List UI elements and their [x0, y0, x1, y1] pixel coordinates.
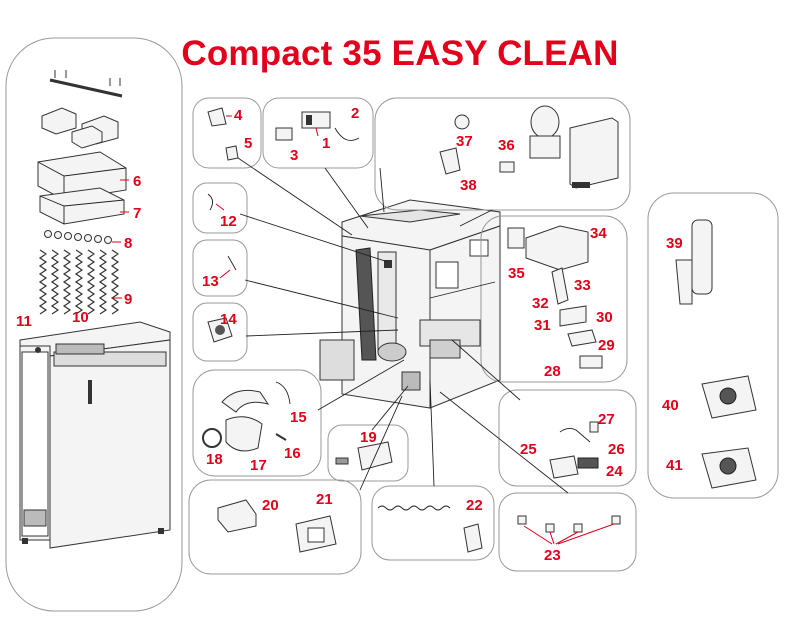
- panel-1-2-3: [262, 97, 374, 169]
- part-number-22: 22: [466, 497, 483, 514]
- part-number-18: 18: [206, 451, 223, 468]
- part-number-36: 36: [498, 137, 515, 154]
- part-number-33: 33: [574, 277, 591, 294]
- part-number-16: 16: [284, 445, 301, 462]
- washer-row-drawing: [44, 230, 112, 244]
- turbulator-springs-drawing: [38, 249, 120, 315]
- panel-23: [498, 492, 637, 572]
- part-number-26: 26: [608, 441, 625, 458]
- panel-4-5: [192, 97, 262, 169]
- part-number-24: 24: [606, 463, 623, 480]
- panel-12: [192, 182, 248, 234]
- top-rod-drawing: [49, 70, 123, 98]
- part-number-28: 28: [544, 363, 561, 380]
- part-number-31: 31: [534, 317, 551, 334]
- part-number-39: 39: [666, 235, 683, 252]
- panel-39-41: [647, 192, 779, 499]
- cover-plate-drawing: [39, 187, 125, 225]
- stove-main-drawing: [319, 199, 501, 409]
- part-number-30: 30: [596, 309, 613, 326]
- part-number-8: 8: [124, 235, 132, 252]
- panel-36-37-38: [374, 97, 631, 211]
- part-number-11: 11: [16, 313, 32, 330]
- part-number-25: 25: [520, 441, 537, 458]
- diagram-title: Compact 35 EASY CLEAN: [181, 34, 619, 73]
- part-number-6: 6: [133, 173, 141, 190]
- part-number-27: 27: [598, 411, 615, 428]
- panel-20-21: [188, 479, 362, 575]
- part-number-5: 5: [244, 135, 252, 152]
- part-number-1: 1: [322, 135, 330, 152]
- part-number-38: 38: [460, 177, 477, 194]
- part-number-23: 23: [544, 547, 561, 564]
- panel-13: [192, 239, 248, 297]
- part-number-4: 4: [234, 107, 243, 124]
- boiler-body-drawing: [19, 321, 171, 549]
- part-number-20: 20: [262, 497, 279, 514]
- part-number-35: 35: [508, 265, 525, 282]
- part-number-21: 21: [316, 491, 333, 508]
- part-number-15: 15: [290, 409, 307, 426]
- part-number-7: 7: [133, 205, 141, 222]
- part-number-32: 32: [532, 295, 549, 312]
- panel-22: [371, 485, 495, 561]
- panel-14: [192, 302, 248, 362]
- part-number-14: 14: [220, 311, 237, 328]
- part-number-10: 10: [72, 309, 89, 326]
- part-number-41: 41: [666, 457, 683, 474]
- brackets-drawing: [41, 107, 119, 149]
- part-number-17: 17: [250, 457, 267, 474]
- left-panel: [5, 37, 183, 612]
- part-number-9: 9: [124, 291, 132, 308]
- leader-lines: [237, 157, 569, 494]
- part-number-29: 29: [598, 337, 615, 354]
- panel-15-18: [192, 369, 322, 477]
- panel-28-35: [480, 215, 628, 383]
- part-number-34: 34: [590, 225, 607, 242]
- part-number-13: 13: [202, 273, 219, 290]
- part-number-12: 12: [220, 213, 237, 230]
- part-number-19: 19: [360, 429, 377, 446]
- part-number-2: 2: [351, 105, 359, 122]
- part-number-37: 37: [456, 133, 473, 150]
- part-number-40: 40: [662, 397, 679, 414]
- part-number-3: 3: [290, 147, 298, 164]
- left-panel-frame: [5, 37, 183, 612]
- part-number-labels: 1 2 3 4 5 6 7 8 9 10 11 12 13 14 15 16 1…: [16, 105, 683, 564]
